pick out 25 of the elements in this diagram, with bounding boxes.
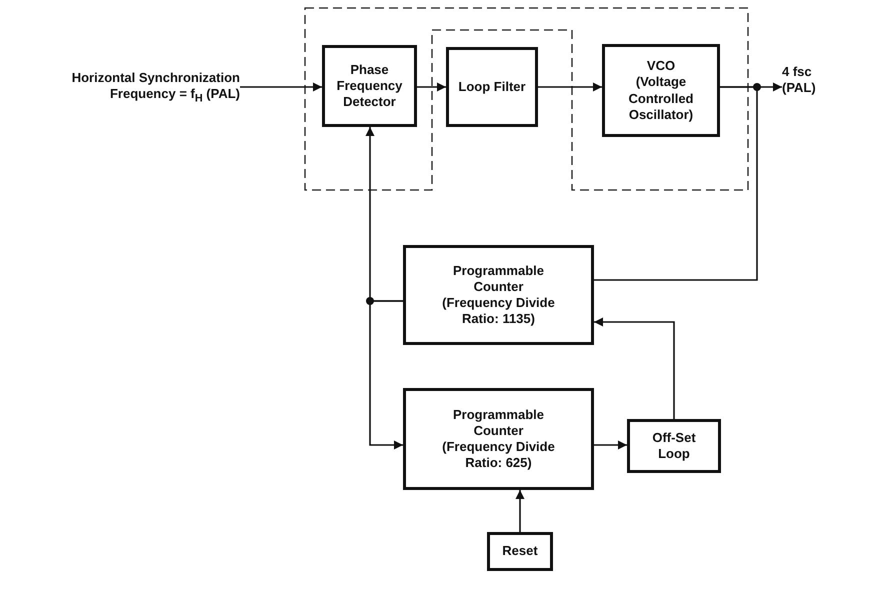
counter-block xyxy=(403,388,594,490)
output-signal-label: 4 fsc (PAL) xyxy=(782,64,817,96)
block-title: VCO xyxy=(646,58,676,74)
block-label: Phase Frequency Detector xyxy=(336,62,404,110)
reset-block xyxy=(487,532,553,571)
counter-block xyxy=(403,245,594,345)
arrow xyxy=(369,300,403,450)
block-label: Reset xyxy=(502,543,538,560)
oscillator-block xyxy=(602,44,720,137)
arrow xyxy=(516,490,524,532)
input-signal-label: Horizontal Synchronization Frequency = f$_{H}$ (PAL) xyxy=(70,70,240,106)
arrow xyxy=(417,82,446,92)
filter-block xyxy=(446,47,538,127)
connector-line xyxy=(594,86,758,281)
block-label: Programmable Counter (Frequency Divide Ratio: 625) xyxy=(441,406,556,472)
detector-block xyxy=(322,45,417,127)
arrow xyxy=(594,318,675,419)
block-label: Programmable Counter (Frequency Divide Ratio: 1135) xyxy=(441,262,556,328)
arrow xyxy=(240,82,322,92)
block-label: Off-Set Loop xyxy=(651,430,697,462)
block-label: (Voltage Controlled Oscillator) xyxy=(628,74,694,123)
arrow xyxy=(594,440,627,450)
arrow xyxy=(538,82,602,92)
block-label: Loop Filter xyxy=(458,78,526,96)
offset-loop-block xyxy=(627,419,721,473)
